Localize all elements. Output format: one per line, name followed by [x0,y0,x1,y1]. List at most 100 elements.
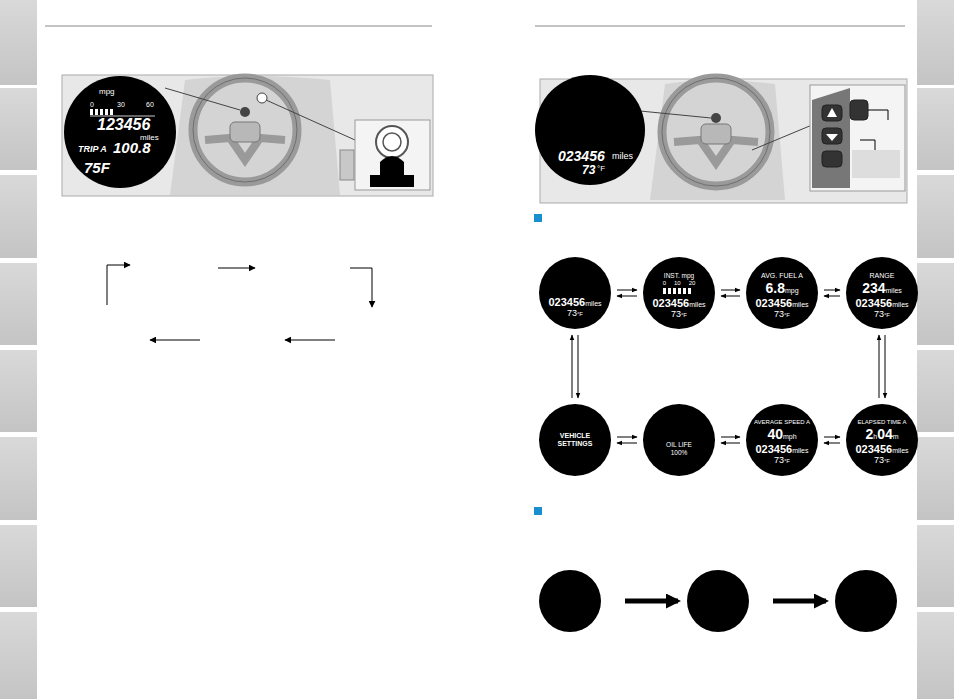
sequence-circles [539,570,897,632]
display-screen-circle: OIL LIFE100% [643,404,715,476]
screen-text: RANGE [870,272,895,279]
dashboard-illustration [370,175,414,187]
display-readout: miles [612,152,633,161]
double-arrow [617,290,637,296]
dashboard-illustration [170,76,340,195]
side-tabs [0,175,37,258]
display-screen-circle: ELAPSED TIME A2h04m023456miles73°F [846,404,918,476]
sequence-circles [539,570,601,632]
screen-text: 023456 [755,444,792,455]
screen-row: 023456miles [755,444,808,455]
screen-text: °F [577,311,583,317]
dashboard-illustration: ​ [240,127,241,138]
bar-graph [678,288,681,294]
screen-text: 73 [774,456,784,465]
steering-illustration [852,150,900,178]
steering-illustration [701,124,731,144]
steering-illustration [662,78,770,186]
dashboard-illustration: ​ [62,75,433,196]
display-readout: 100.8 [113,140,151,155]
page-rule [535,26,905,27]
screen-text: 04 [877,427,893,441]
steering-illustration [850,100,868,120]
screen-text: ELAPSED TIME A [858,419,907,425]
screen-text: AVERAGE SPEED A [754,419,810,425]
screen-row: 73°F [774,456,790,465]
steering-illustration [826,134,838,141]
sequence-circles [773,599,826,604]
steering-illustration [535,75,907,203]
screen-text: 6.8 [765,281,784,295]
screen-row: 023456miles [548,297,601,308]
dashboard-illustration [105,109,108,115]
dashboard-illustration [355,120,430,190]
screen-text: 40 [767,427,783,441]
dashboard-illustration [376,126,408,158]
screen-content: OIL LIFE100% [666,424,692,457]
screen-text: 73 [567,309,577,318]
screen-text: VEHICLE SETTINGS [550,432,600,449]
connector-line [617,437,637,438]
connector-line [721,437,740,438]
screen-text: 20 [689,280,696,286]
dashboard-illustration [257,93,267,103]
connector-line [578,335,579,398]
connector-line [824,290,840,291]
connector-line [721,443,740,444]
screen-text: 023456 [855,298,892,309]
connector-line [885,335,886,398]
steering-illustration [752,125,812,150]
dashboard-illustration [240,107,250,117]
cycle-arrows [150,340,200,341]
screen-text: 0 [663,280,666,286]
display-readout: TRIP A [78,145,107,154]
cycle-arrows [107,265,130,305]
screen-content: 023456miles73°F [548,269,601,318]
display-screen-circle: RANGE234miles023456miles73°F [846,257,918,329]
side-tabs [917,350,954,432]
screen-text: °F [884,458,890,464]
bar-graph [673,288,676,294]
screen-text: 73 [774,310,784,319]
screen-row: 73°F [874,310,890,319]
dashboard-illustration [266,100,355,140]
section-bullet [534,214,542,222]
display-screen-circle: AVG. FUEL A6.8mpg023456miles73°F [746,257,818,329]
connector-line [617,290,637,291]
steering-illustration [822,128,842,144]
side-tabs [917,263,954,345]
steering-illustration [822,151,842,167]
steering-illustration [662,78,770,186]
double-arrow [824,437,840,443]
screen-text: 10 [674,280,681,286]
screen-text: 73 [874,310,884,319]
display-readout: 023456 [558,149,605,163]
double-arrow [721,290,740,296]
double-arrow [617,437,637,443]
steering-illustration [827,108,837,117]
screen-text: miles [892,447,908,454]
side-tabs [917,0,954,85]
screen-row: AVERAGE SPEED A [754,419,810,425]
bar-graph [668,288,671,294]
display-readout: 123456 [97,117,150,133]
dashboard-illustration [193,78,297,182]
screen-row: 023456miles [855,444,908,455]
dashboard-illustration [90,109,93,115]
screen-row: 100% [671,450,688,457]
dashboard-illustration [193,78,297,182]
screen-row: 023456miles [755,298,808,309]
side-tabs [917,88,954,170]
cycle-arrows [218,268,255,269]
screen-row: 40mph [767,427,796,441]
screen-row: INST. mpg [664,273,694,280]
dashboard-illustration [90,109,113,115]
steering-illustration [812,88,850,188]
screen-text: 023456 [548,297,585,308]
screen-row: RANGE [870,272,895,279]
dashboard-illustration [110,109,113,115]
cycle-arrows [285,340,335,341]
side-tabs [917,437,954,520]
cycle-arrows [107,265,372,340]
screen-row: 2h04m [865,427,898,441]
